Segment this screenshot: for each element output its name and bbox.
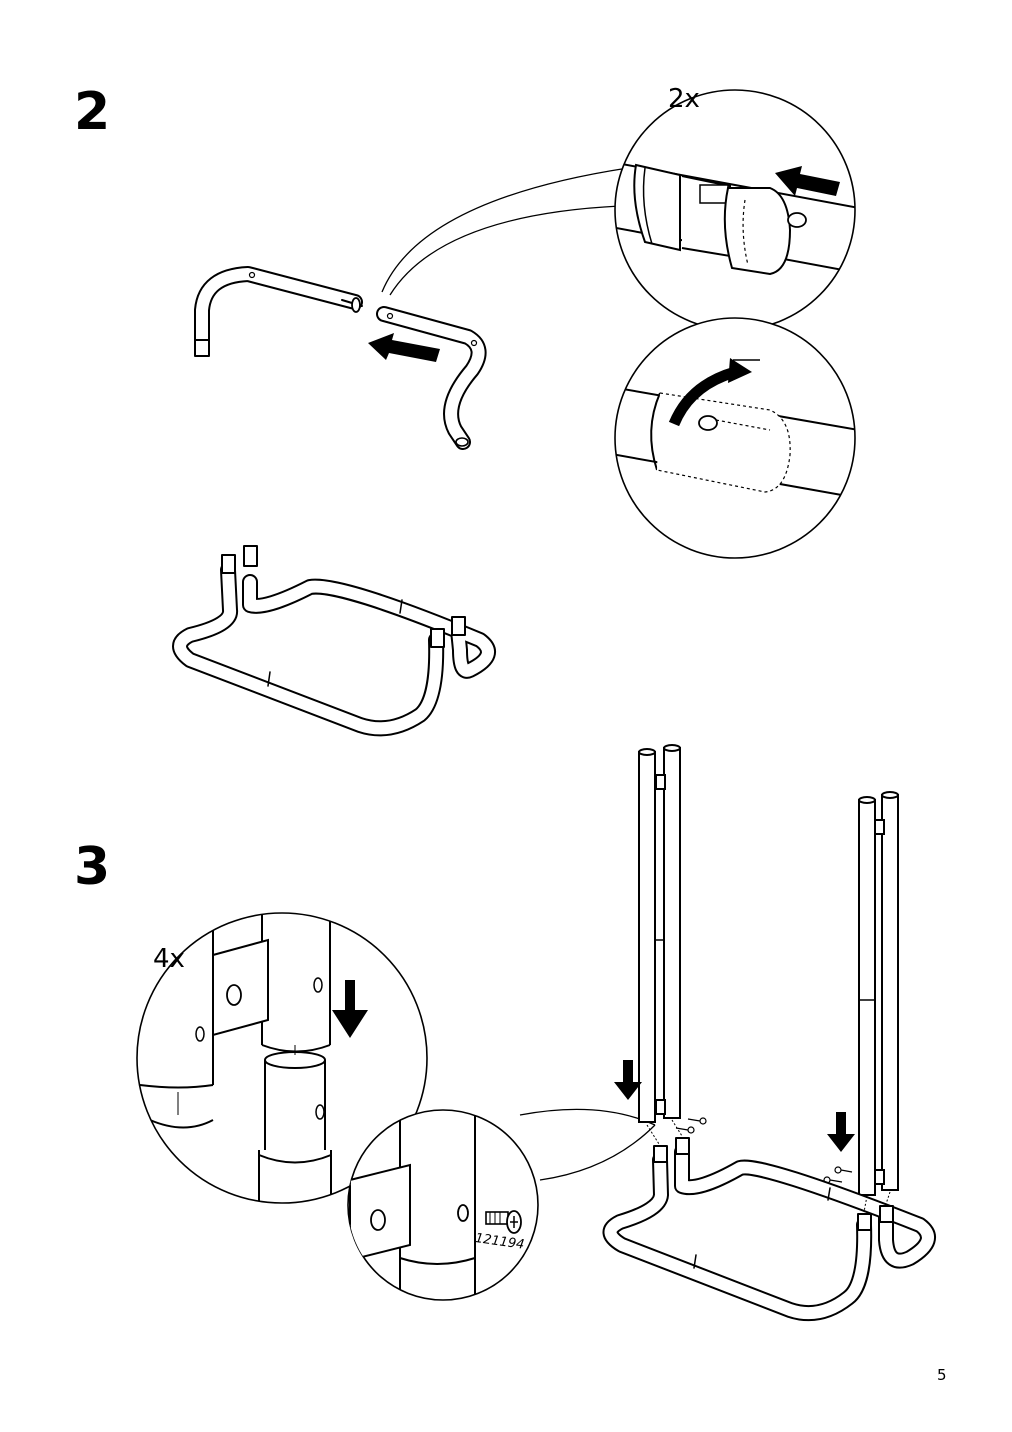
- callout-connector: [381, 167, 629, 293]
- down-arrow-icon: [614, 1060, 642, 1100]
- detail-circle-push: [614, 89, 856, 331]
- insert-arrow-icon: [368, 333, 440, 362]
- leg-pair-left: [638, 744, 681, 1123]
- assembled-base-frame: [172, 545, 496, 737]
- callout-connector: [539, 1124, 656, 1181]
- step-2-illustration: [172, 89, 856, 737]
- step-number: 2: [74, 82, 110, 142]
- leg-pair-right: [858, 791, 899, 1196]
- step-3-illustration: [136, 744, 936, 1322]
- right-frame-tube: [376, 306, 487, 450]
- left-frame-tube: [194, 266, 363, 357]
- detail-circle-rotate: [614, 317, 856, 559]
- page-number: 5: [937, 1366, 947, 1384]
- base-frame-step3: [602, 1137, 936, 1322]
- quantity-label: 4x: [153, 944, 185, 974]
- screw-icon: [675, 1117, 853, 1184]
- quantity-label: 2x: [668, 84, 700, 114]
- detail-circle-insert-leg: [136, 912, 428, 1204]
- step-number: 3: [74, 837, 110, 897]
- detail-circle-screw: [347, 1109, 539, 1301]
- down-arrow-icon: [827, 1112, 855, 1152]
